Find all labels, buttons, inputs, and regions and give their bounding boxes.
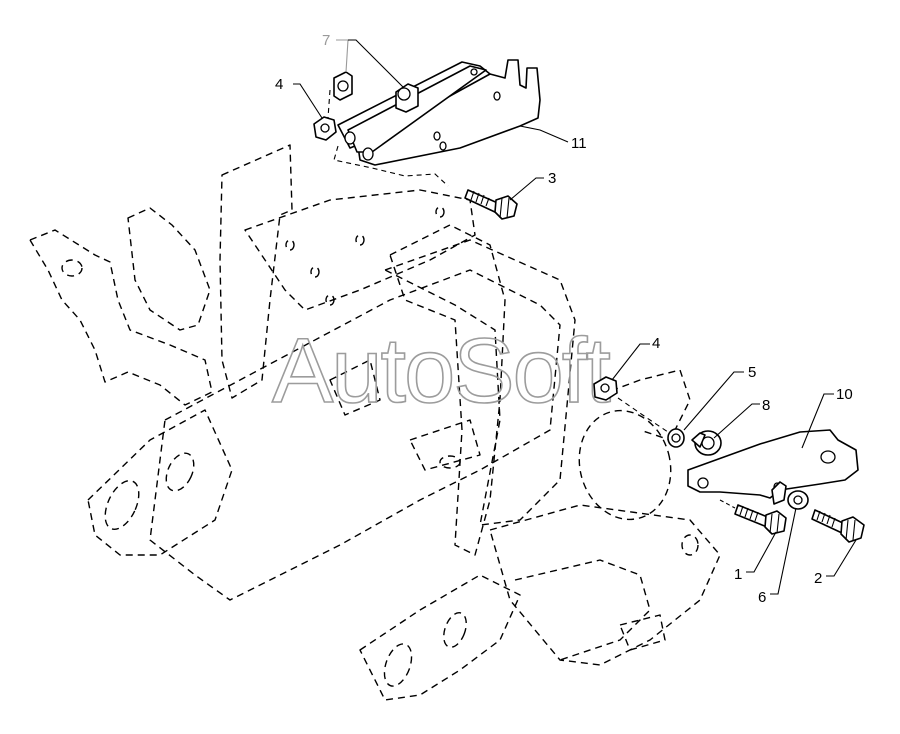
callout-10: 10 [836, 386, 853, 403]
spacer-bushing-7a [333, 71, 353, 101]
callout-2: 2 [814, 570, 822, 587]
nut-path-guide [327, 89, 331, 119]
right-assembly-guide [617, 397, 669, 433]
hex-bolt-1 [734, 504, 787, 535]
callout-11: 11 [571, 135, 587, 152]
lower-bracket-plate-10 [687, 429, 859, 505]
callout-8: 8 [762, 397, 770, 414]
hex-bolt-2 [811, 509, 865, 543]
callout-7: 7 [322, 32, 330, 49]
callout-5: 5 [748, 364, 756, 381]
upper-bracket-plate-11 [337, 59, 541, 166]
hex-nut-4-right [593, 376, 618, 401]
callout-4-right: 4 [652, 335, 660, 352]
bolt-path-guide [333, 145, 449, 187]
callout-4-top: 4 [275, 76, 283, 93]
watermark: AutoSoft [272, 320, 610, 422]
callout-3: 3 [548, 170, 556, 187]
hex-nut-4-top [313, 116, 337, 141]
leader-lines [293, 39, 857, 595]
washer-5 [667, 428, 685, 448]
spacer-bushing-8 [691, 430, 722, 456]
callout-6: 6 [758, 589, 766, 606]
tractor-frame-phantom [29, 144, 721, 701]
hex-bolt-3 [464, 189, 518, 220]
bolt1-guide [719, 499, 736, 509]
callout-1: 1 [734, 566, 742, 583]
washer-6 [787, 490, 809, 510]
spacer-bushing-7b [395, 83, 419, 113]
